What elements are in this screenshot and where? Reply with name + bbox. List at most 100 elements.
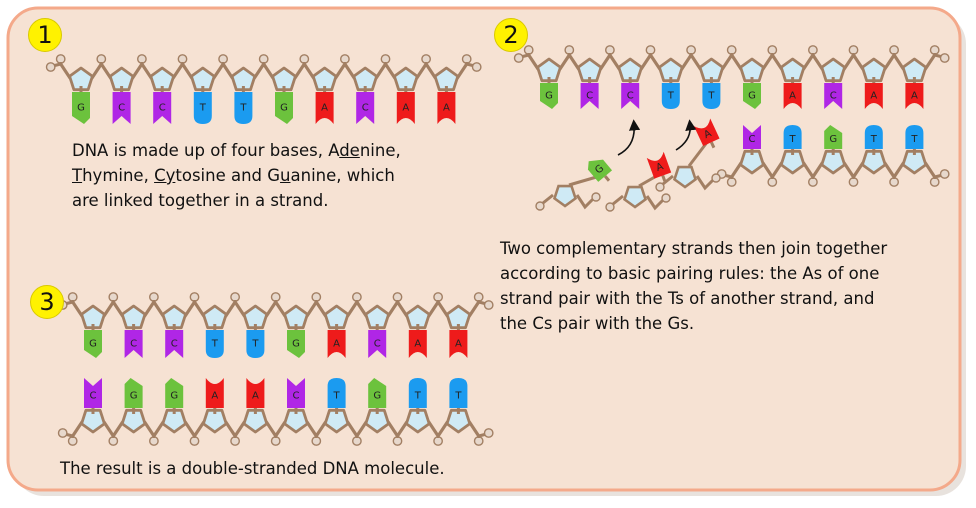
- base-letter: C: [830, 91, 837, 102]
- phosphate: [311, 436, 322, 446]
- phosphate: [55, 54, 66, 64]
- base-letter: G: [373, 391, 381, 402]
- base-block: [287, 330, 305, 358]
- base-block: [275, 92, 293, 124]
- strand-end: [57, 428, 68, 438]
- base-letter: G: [89, 339, 97, 350]
- backbone: [63, 420, 489, 438]
- backbone: [722, 161, 945, 179]
- phosphate: [311, 292, 322, 302]
- base-letter: G: [77, 102, 85, 113]
- base-letter: T: [414, 391, 422, 402]
- base-A: A: [205, 378, 224, 414]
- step-2-badge: 2: [494, 18, 528, 52]
- base-letter: C: [749, 134, 756, 145]
- base-block: [587, 159, 613, 182]
- step-2-caption: Two complementary strands then join toge…: [500, 239, 888, 333]
- phosphate: [433, 292, 443, 302]
- base-block: [315, 92, 334, 124]
- base-T: T: [864, 125, 883, 155]
- phosphate: [351, 436, 362, 446]
- base-letter: T: [211, 339, 219, 350]
- base-G: G: [824, 125, 843, 155]
- phosphate: [564, 45, 575, 55]
- base-block: [449, 330, 468, 358]
- base-block: [84, 330, 102, 358]
- base-letter: T: [239, 102, 247, 113]
- base-letter: A: [321, 102, 328, 113]
- arrow: [617, 119, 641, 156]
- base-letter: T: [667, 91, 675, 102]
- phosphate: [929, 177, 940, 187]
- phosphate: [726, 45, 737, 55]
- base-T: T: [661, 77, 680, 109]
- base-letter: A: [911, 91, 918, 102]
- base-G: G: [540, 77, 558, 109]
- base-letter: A: [455, 339, 462, 350]
- phosphate: [270, 292, 281, 302]
- phosphate: [848, 177, 859, 187]
- base-letter: T: [789, 134, 797, 145]
- base-block: [743, 83, 761, 109]
- phosphate: [767, 45, 778, 55]
- phosphate: [218, 54, 229, 64]
- phosphate: [889, 177, 899, 187]
- step-3-badge: 3: [30, 285, 64, 319]
- base-block: [356, 92, 375, 124]
- base-block: [408, 378, 427, 408]
- base-letter: A: [789, 91, 796, 102]
- base-A: A: [783, 77, 802, 109]
- loose-backbone: [662, 174, 715, 191]
- loose-backbone: [612, 194, 665, 211]
- phosphate: [726, 177, 737, 187]
- base-block: [112, 92, 131, 124]
- base-block: [165, 330, 184, 358]
- base-block: [124, 330, 143, 358]
- base-block: [246, 330, 265, 358]
- base-A: A: [246, 378, 265, 414]
- phosphate: [67, 436, 78, 446]
- base-block: [408, 330, 427, 358]
- strand-end: [471, 62, 482, 72]
- base-block: [193, 92, 212, 124]
- step-1-caption: DNA is made up of four bases, Adenine, T…: [72, 141, 401, 210]
- base-A: A: [315, 86, 334, 124]
- base-link: [603, 175, 611, 182]
- base-letter: G: [280, 102, 288, 113]
- base-letter: C: [586, 91, 593, 102]
- base-letter: C: [171, 339, 178, 350]
- base-T: T: [205, 324, 224, 358]
- base-block: [824, 83, 843, 109]
- phosphate: [148, 292, 159, 302]
- panel: [6, 6, 962, 492]
- sugar: [622, 185, 648, 209]
- phosphate: [473, 436, 484, 446]
- base-C: C: [287, 378, 305, 414]
- base-T: T: [702, 77, 721, 109]
- loose-nucleotide: A: [605, 151, 672, 212]
- phosphate: [230, 292, 241, 302]
- arrow: [675, 119, 697, 151]
- base-block: [449, 378, 468, 408]
- base-letter: A: [702, 128, 713, 141]
- phosphate: [535, 201, 545, 211]
- base-block: [327, 378, 346, 408]
- phosphate: [686, 45, 696, 55]
- phosphate: [380, 54, 391, 64]
- base-letter: T: [870, 134, 878, 145]
- base-block: [580, 83, 599, 109]
- base-block: [783, 83, 802, 109]
- phosphate: [392, 292, 403, 302]
- phosphate: [270, 436, 281, 446]
- base-block: [368, 330, 387, 358]
- phosphate: [108, 292, 119, 302]
- phosphate: [523, 45, 534, 55]
- base-link: [661, 175, 667, 182]
- loose-backbone: [542, 193, 595, 210]
- base-T: T: [246, 324, 265, 358]
- phosphate: [848, 45, 859, 55]
- base-T: T: [193, 86, 212, 124]
- sugar: [672, 165, 698, 189]
- phosphate: [392, 436, 403, 446]
